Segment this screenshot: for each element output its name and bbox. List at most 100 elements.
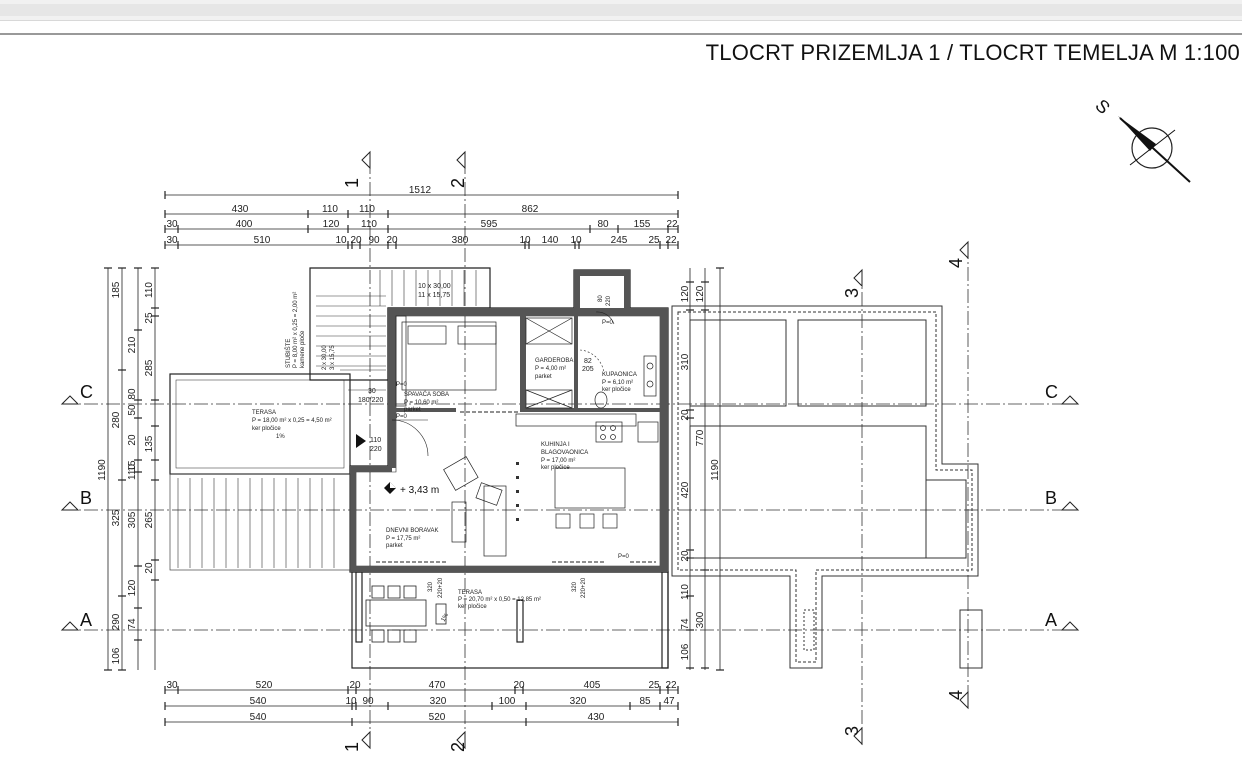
dim-right-c1-2: 310 (680, 353, 691, 370)
dim-right-c1-4: 420 (680, 481, 691, 498)
dim-left-c3-5: 305 (127, 511, 138, 528)
dim-bottom-r1-8: 22 (665, 680, 677, 691)
stair-label-upper1: 10 x 30,00 (418, 283, 451, 290)
dim-right-c1-7: 74 (680, 618, 691, 630)
dim-right-c2-3: 300 (695, 611, 706, 628)
dim-top-r4-5: 90 (368, 235, 380, 246)
axis-label-4-top: 4 (946, 258, 966, 268)
win1-width: 320 (428, 581, 434, 592)
dim-left-c3-2: 50 (127, 404, 138, 416)
stubiste-title: STUBIŠTE (285, 339, 292, 368)
dim-top-r3-3: 120 (323, 219, 340, 230)
dim-left-c3-1: 210 (127, 336, 138, 353)
dim-top-r2-4: 862 (522, 204, 539, 215)
door3-height: 220 (606, 295, 612, 306)
door1-width: 110 (370, 437, 381, 444)
win2-width: 320 (572, 581, 578, 592)
door1-height: 220 (370, 446, 382, 453)
dim-bottom-r1-7: 25 (648, 680, 660, 691)
dim-right-c1-8: 106 (680, 643, 691, 660)
dim-bottom-r2-2: 10 (345, 696, 357, 707)
door2-height: 205 (582, 366, 594, 373)
dim-top-r4-4: 20 (350, 235, 362, 246)
dim-right-c1-6: 110 (680, 584, 691, 600)
dim-bottom-r2-5: 100 (499, 696, 516, 707)
dim-bottom-r1-5: 20 (513, 680, 525, 691)
dim-top-r2-1: 430 (232, 204, 249, 215)
stair-label-vert1: 2 x 30,00 (322, 345, 328, 370)
dim-left-c4-4: 80 (127, 388, 138, 400)
dim-bottom-r2-1: 540 (250, 696, 267, 707)
kupaonica-name: KUPAONICA (602, 372, 637, 378)
dim-top-r4-11: 245 (611, 235, 628, 246)
dim-top-r3-6: 80 (597, 219, 609, 230)
level-label: + 3,43 m (400, 485, 439, 496)
terasa-left-slope: 1% (276, 434, 285, 440)
terasa-left-name: TERASA (252, 410, 276, 416)
p0-label-c: P=0 (618, 554, 630, 560)
dim-bottom-r2-6: 320 (570, 696, 587, 707)
terasa-left-area: P = 18,00 m² x 0,25 = 4,50 m² (252, 418, 332, 424)
kuhinja-name2: BLAGOVAONICA (541, 450, 588, 456)
dim-top-r3-5: 595 (481, 219, 498, 230)
dnevni-floor: parket (386, 543, 403, 549)
kupaonica-area: P = 6,10 m² (602, 380, 633, 386)
dim-top-r4-12: 25 (648, 235, 660, 246)
dim-left-c4-6: 110 (127, 464, 138, 480)
dim-left-c4-3: 285 (144, 359, 155, 376)
dim-left-total: 1190 (97, 459, 108, 481)
compass-icon: S (1091, 95, 1191, 183)
dim-left-c2-4: 106 (111, 647, 122, 664)
dim-top-r4-2: 510 (254, 235, 271, 246)
spavaca-floor: parket (404, 407, 421, 413)
dim-left-c4-1: 110 (144, 282, 155, 298)
dim-right-c3-1: 1190 (710, 459, 721, 481)
axis-label-1-top: 1 (342, 178, 362, 188)
dim-top-r2-3: 110 (359, 204, 375, 215)
dnevni-name: DNEVNI BORAVAK (386, 528, 438, 534)
dim-left-c4-8: 20 (144, 562, 155, 574)
axis-label-2-top: 2 (448, 178, 468, 188)
dim-top-r4-13: 22 (665, 235, 677, 246)
axis-label-b-right: B (1045, 488, 1057, 508)
dnevni-area: P = 17,75 m² (386, 536, 420, 542)
dim-top-r3-7: 155 (634, 219, 651, 230)
dim-top-r4-7: 380 (452, 235, 469, 246)
dim-bottom-r3-2: 520 (429, 712, 446, 723)
dim-top-r3-8: 22 (666, 219, 678, 230)
axis-label-a-right: A (1045, 610, 1057, 630)
garderoba-area: P = 4,00 m² (535, 366, 566, 372)
garderoba-floor: parket (535, 374, 552, 380)
axis-label-c-right: C (1045, 382, 1058, 402)
dim-top-r3-1: 30 (166, 219, 178, 230)
level-marker-icon (384, 482, 396, 494)
terasa-bottom-floor: ker pločice (458, 604, 487, 610)
dim-left-c2-2: 325 (111, 509, 122, 526)
door2-width: 82 (584, 358, 592, 365)
dim-left-c4-7: 265 (144, 511, 155, 528)
dim-top-r4-6: 20 (386, 235, 398, 246)
dim-left-c2-5: 185 (111, 281, 122, 298)
dim-left-c2-1: 280 (111, 411, 122, 428)
dim-top-r3-2: 400 (236, 219, 253, 230)
kuhinja-area: P = 17,00 m² (541, 458, 575, 464)
dim-bottom-r1-6: 405 (584, 680, 601, 691)
dim-right-c2-2: 770 (695, 429, 706, 446)
dim-top-total: 1512 (409, 185, 432, 196)
p0-label-d: P=0 (396, 414, 408, 420)
dim-top-r4-9: 140 (542, 235, 559, 246)
dim-top-r4-3: 10 (335, 235, 347, 246)
axis-label-1-bottom: 1 (342, 742, 362, 752)
dim-bottom-r2-7: 85 (639, 696, 651, 707)
kuhinja-name1: KUHINJA I (541, 442, 570, 448)
terasa-bottom-area: P = 20,70 m² x 0,50 = 12,85 m² (458, 597, 541, 603)
dim-top-r4-10: 10 (570, 235, 582, 246)
compass-letter: S (1091, 95, 1114, 118)
axis-label-a-left: A (80, 610, 92, 630)
garderoba-name: GARDEROBA (535, 358, 573, 364)
terasa-bottom-name: TERASA (458, 590, 482, 596)
dim-top-r4-8: 10 (519, 235, 531, 246)
dim-bottom-r3-3: 430 (588, 712, 605, 723)
browser-top-bar (0, 0, 1242, 21)
